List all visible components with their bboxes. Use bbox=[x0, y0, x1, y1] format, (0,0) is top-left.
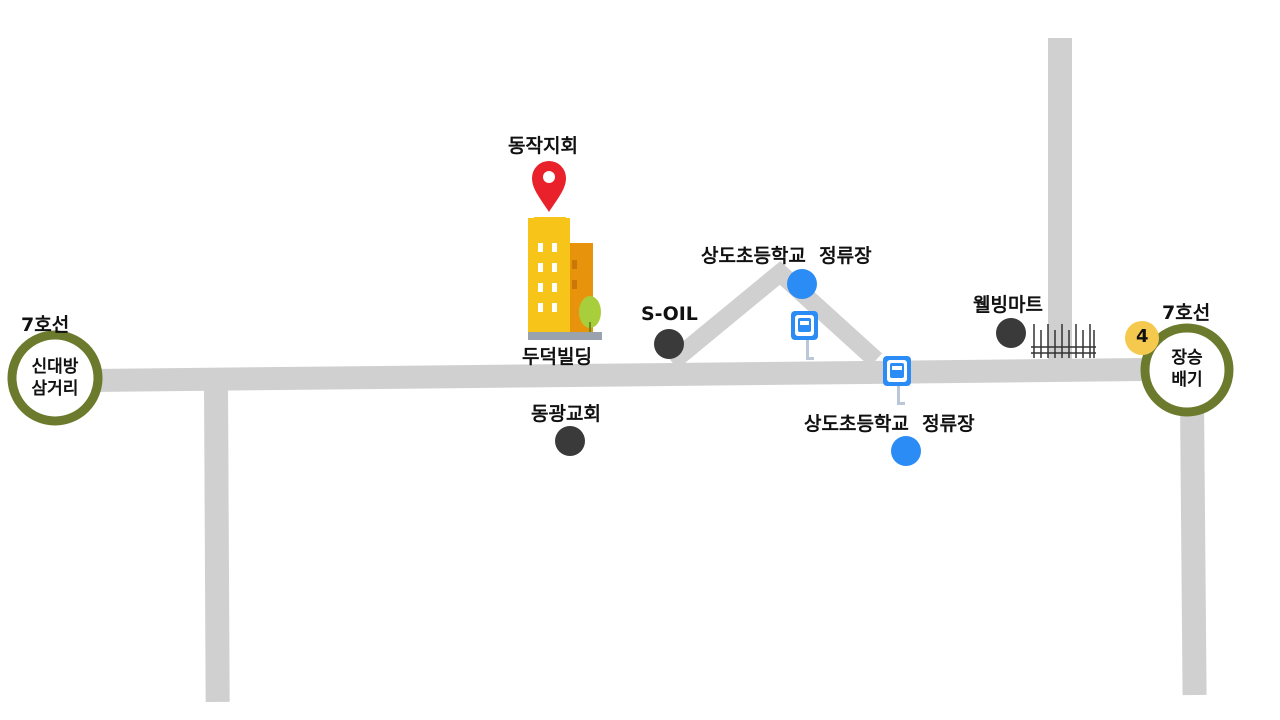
mart-label: 웰빙마트 bbox=[973, 294, 1043, 316]
bus-stop-sign-icon bbox=[883, 356, 911, 405]
exit-badge bbox=[1125, 321, 1159, 355]
bus-stop-lower-label: 상도초등학교 정류장 bbox=[804, 413, 975, 435]
mart-marker[interactable] bbox=[996, 318, 1026, 348]
main-road bbox=[90, 358, 1150, 392]
bus-stop-sign-icon bbox=[791, 311, 818, 360]
right-station-line-label: 7호선 bbox=[1162, 302, 1211, 324]
triangle-road bbox=[666, 261, 883, 369]
bus-stop-lower-marker[interactable] bbox=[891, 436, 921, 466]
roads bbox=[90, 38, 1207, 703]
left-station-name-line1: 신대방 bbox=[31, 357, 79, 377]
exit-number: 4 bbox=[1136, 326, 1149, 347]
left-station-line-label: 7호선 bbox=[21, 314, 70, 336]
s-oil-label: S-OIL bbox=[641, 303, 698, 325]
church-label: 동광교회 bbox=[531, 403, 601, 425]
destination-label: 동작지회 bbox=[508, 135, 578, 157]
right-station-name-line1: 장승 bbox=[1171, 348, 1203, 368]
s-oil-marker[interactable] bbox=[654, 329, 684, 359]
left-side-road bbox=[204, 383, 230, 703]
station-ring-jangseungbaegi[interactable] bbox=[1140, 323, 1234, 417]
map-pin-icon[interactable] bbox=[532, 161, 566, 212]
church-marker[interactable] bbox=[555, 426, 585, 456]
right-station-name-line2: 배기 bbox=[1171, 370, 1203, 390]
right-lower-road bbox=[1180, 399, 1207, 696]
railroad-track-icon bbox=[1031, 324, 1096, 358]
station-ring-sindaebang[interactable] bbox=[7, 330, 103, 426]
bus-stop-upper-marker[interactable] bbox=[787, 269, 817, 299]
right-station-name[interactable]: 장승 배기 bbox=[1145, 347, 1229, 391]
right-upper-road bbox=[1048, 38, 1072, 360]
building-label: 두덕빌딩 bbox=[522, 346, 592, 368]
building-icon bbox=[528, 217, 602, 340]
left-station-name[interactable]: 신대방 삼거리 bbox=[12, 356, 98, 400]
left-station-name-line2: 삼거리 bbox=[31, 379, 79, 399]
bus-stop-upper-label: 상도초등학교 정류장 bbox=[701, 245, 872, 267]
